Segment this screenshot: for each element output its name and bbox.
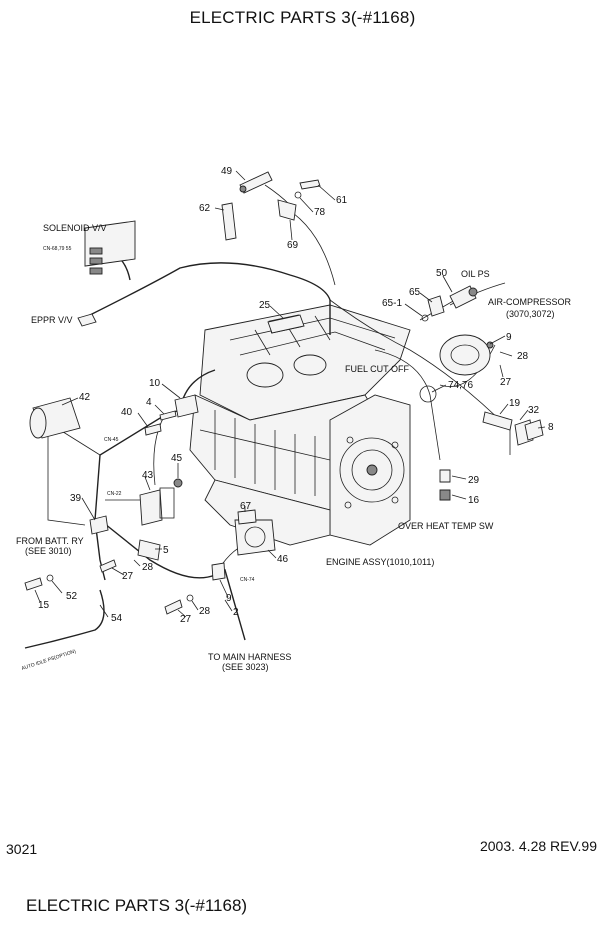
label-cn45: CN-45 — [104, 437, 119, 443]
washer-52 — [46, 574, 54, 582]
pin-40 — [144, 423, 162, 436]
bracket-8 — [524, 419, 544, 441]
callout-16: 16 — [468, 495, 480, 506]
page-number: 3021 — [6, 841, 38, 857]
callout-25: 25 — [259, 300, 271, 311]
starter-relay-46 — [234, 519, 276, 556]
label-solenoid-connector: CN-68,79 55 — [43, 246, 72, 252]
callout-27-top: 27 — [500, 377, 512, 388]
callout-28-mid: 28 — [142, 562, 154, 573]
callout-65: 65 — [409, 287, 421, 298]
callout-78: 78 — [314, 207, 326, 218]
bracket-5 — [137, 539, 161, 561]
label-air-compressor-ref: (3070,3072) — [506, 309, 555, 319]
plug-16 — [439, 489, 451, 501]
callout-10: 10 — [149, 378, 161, 389]
relay-43 — [139, 487, 175, 526]
oil-pressure-switch — [449, 285, 478, 309]
label-to-main-harness: TO MAIN HARNESS — [208, 652, 291, 662]
label-engine-assy: ENGINE ASSY(1010,1011) — [326, 557, 434, 567]
callout-43: 43 — [142, 470, 154, 481]
label-to-main-ref: (SEE 3023) — [222, 662, 269, 672]
relay-42 — [29, 397, 81, 439]
callout-39: 39 — [70, 493, 82, 504]
label-auto-idle-ps: AUTO IDLE PS(OPTION) — [21, 649, 77, 672]
label-solenoid-valve: SOLENOID V/V — [43, 223, 107, 233]
bolt-27c — [164, 599, 183, 615]
bolt-15 — [24, 577, 43, 591]
callout-4: 4 — [146, 397, 152, 408]
callout-28-bottom: 28 — [199, 606, 211, 617]
relay-67 — [237, 509, 257, 525]
page-title: ELECTRIC PARTS 3(-#1168) — [189, 8, 416, 27]
callout-65-1: 65-1 — [382, 298, 402, 309]
clip-69 — [277, 199, 297, 221]
bracket-62 — [221, 202, 237, 241]
callout-15: 15 — [38, 600, 50, 611]
callout-49: 49 — [221, 166, 233, 177]
callout-9-bottom: 9 — [226, 593, 232, 604]
callout-32: 32 — [528, 405, 540, 416]
callout-42: 42 — [79, 392, 91, 403]
callout-54: 54 — [111, 613, 123, 624]
bracket-10 — [174, 394, 199, 418]
washer-78 — [294, 191, 302, 199]
air-compressor-switch — [439, 334, 494, 376]
callout-numbers: 49 61 78 62 69 50 65 65-1 25 9 28 27 74,… — [38, 166, 554, 625]
label-fuel-cut-off: FUEL CUT OFF — [345, 364, 410, 374]
callout-61: 61 — [336, 195, 348, 206]
callout-69: 69 — [287, 240, 299, 251]
callout-27-mid: 27 — [122, 571, 134, 582]
washer-65-1 — [421, 314, 429, 322]
callout-40: 40 — [121, 407, 133, 418]
bolt-27a — [99, 559, 117, 573]
ring-74-76 — [419, 385, 437, 403]
label-air-compressor: AIR-COMPRESSOR — [488, 297, 572, 307]
clip-9b — [211, 562, 226, 581]
leader-lines — [34, 170, 546, 618]
label-cn22: CN-22 — [107, 491, 122, 497]
fitting-65 — [427, 295, 445, 317]
callout-28-top: 28 — [517, 351, 529, 362]
label-from-batt-ry: FROM BATT. RY — [16, 536, 84, 546]
label-over-heat-temp-sw: OVER HEAT TEMP SW — [398, 521, 494, 531]
callout-2: 2 — [233, 607, 239, 618]
diagram-labels: SOLENOID V/V CN-68,79 55 EPPR V/V OIL PS… — [16, 223, 572, 672]
callout-19: 19 — [509, 398, 521, 409]
label-from-batt-ref: (SEE 3010) — [25, 546, 72, 556]
clamp-39 — [89, 515, 109, 535]
callout-45: 45 — [171, 453, 183, 464]
sensor-49 — [239, 171, 273, 194]
bolt-4 — [159, 410, 177, 421]
callout-67: 67 — [240, 501, 252, 512]
callout-74-76: 74,76 — [448, 380, 473, 391]
washer-28c — [186, 594, 194, 602]
callout-50: 50 — [436, 268, 448, 279]
date-revision: 2003. 4.28 REV.99 — [479, 838, 597, 854]
label-eppr-valve: EPPR V/V — [31, 315, 73, 325]
callout-46: 46 — [277, 554, 289, 565]
callout-9-top: 9 — [506, 332, 512, 343]
temp-sensor-29 — [439, 469, 451, 483]
callout-29: 29 — [468, 475, 480, 486]
label-cn74: CN-74 — [240, 577, 255, 583]
footer-title: ELECTRIC PARTS 3(-#1168) — [26, 896, 248, 915]
engine-assembly — [189, 304, 411, 546]
callout-8: 8 — [548, 422, 554, 433]
bolt-61 — [299, 179, 321, 190]
callout-27-bottom: 27 — [180, 614, 192, 625]
label-oil-ps: OIL PS — [461, 269, 490, 279]
eppr-valve — [77, 313, 97, 327]
solenoid-valve — [84, 220, 136, 275]
bolt-45 — [173, 478, 183, 488]
cover-25 — [267, 314, 305, 334]
callout-5: 5 — [163, 545, 169, 556]
callout-62: 62 — [199, 203, 211, 214]
callout-52: 52 — [66, 591, 78, 602]
